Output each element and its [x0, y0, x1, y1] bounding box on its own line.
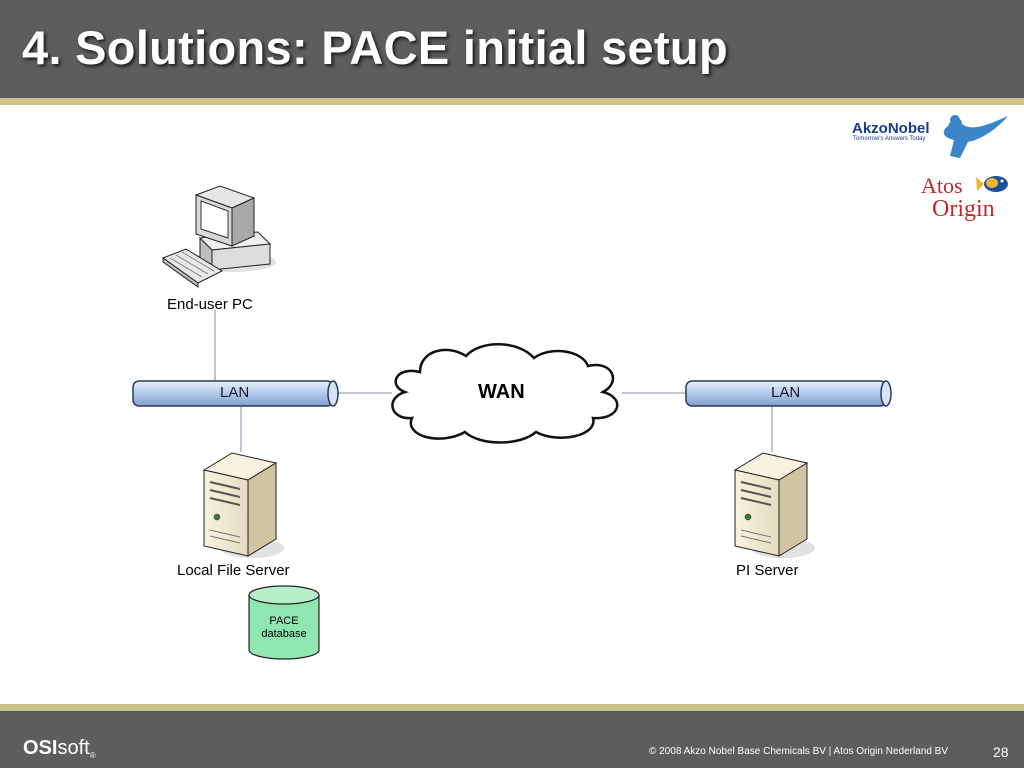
footer-rule: [0, 704, 1024, 711]
local-file-server-label: Local File Server: [177, 562, 290, 579]
osisoft-logo: OSIsoft®: [23, 737, 96, 760]
pi-server-label: PI Server: [736, 562, 799, 579]
slide-footer: [0, 711, 1024, 768]
copyright-text: © 2008 Akzo Nobel Base Chemicals BV | At…: [649, 746, 949, 757]
wan-label: WAN: [478, 381, 525, 403]
end-user-pc-label: End-user PC: [167, 296, 253, 313]
pi-server-icon: [733, 452, 815, 558]
pace-database-icon: [248, 585, 320, 660]
akzonobel-logo-text: AkzoNobel: [852, 120, 930, 137]
local-file-server-icon: [202, 452, 284, 558]
page-number: 28: [993, 744, 1009, 760]
lan-left-label: LAN: [220, 384, 250, 401]
atos-logo-line1: Atos: [921, 173, 963, 198]
osisoft-logo-light: soft: [57, 737, 90, 759]
atos-origin-fish-icon: [976, 176, 1008, 192]
osisoft-logo-mark: ®: [89, 751, 96, 760]
wan-cloud-icon: [391, 343, 619, 444]
end-user-pc-icon: [161, 185, 276, 288]
osisoft-logo-bold: OSI: [23, 737, 58, 759]
akzonobel-tagline: Tomorrow's Answers Today: [853, 136, 926, 142]
lan-right-pipe: [685, 380, 892, 407]
pace-database-label: PACE database: [261, 615, 307, 640]
slide-title: 4. Solutions: PACE initial setup: [22, 21, 728, 74]
header-rule: [0, 98, 1024, 105]
lan-right-label: LAN: [771, 384, 801, 401]
atos-logo-line2: Origin: [932, 196, 995, 222]
akzonobel-logo-icon: [943, 115, 1008, 158]
slide-header: [0, 0, 1024, 98]
lan-left-pipe: [132, 380, 339, 407]
